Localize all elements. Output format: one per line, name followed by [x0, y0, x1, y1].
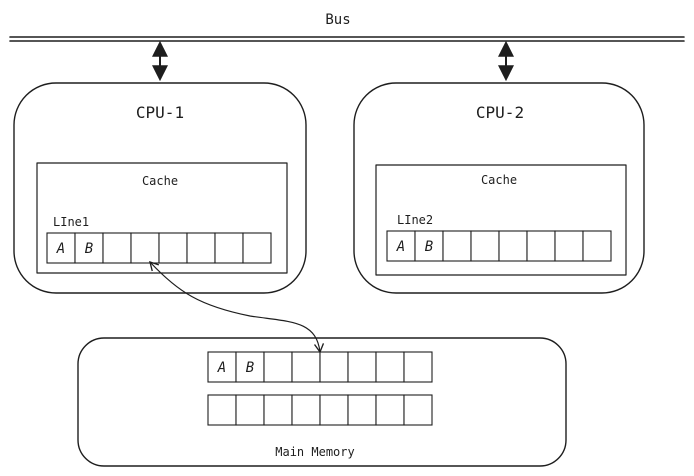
cpu-1-cache-cell — [242, 232, 272, 264]
cpu-2-cache-cell: B — [414, 230, 444, 262]
bus-label: Bus — [325, 12, 350, 28]
cpu-1-cache-cell: A — [46, 232, 76, 264]
cpu-1-cache-cell — [158, 232, 188, 264]
memory-cell — [263, 351, 293, 383]
cpu-2-title: CPU-2 — [476, 103, 524, 122]
cpu-2-cache-cell — [470, 230, 500, 262]
cpu-1-cache-cell — [214, 232, 244, 264]
memory-cell: B — [235, 351, 265, 383]
cpu-1-cache-cell-value: A — [56, 241, 65, 257]
cpu-2-cache-cell — [582, 230, 612, 262]
memory-cell — [403, 351, 433, 383]
cpu-1-title: CPU-1 — [136, 103, 184, 122]
memory-cell: A — [207, 351, 237, 383]
memory-cell — [319, 351, 349, 383]
memory-cell — [375, 351, 405, 383]
cpu-2-cache-cell-value: A — [396, 239, 405, 255]
memory-cell — [291, 394, 321, 426]
memory-cell — [375, 394, 405, 426]
cpu-2-cache-cell-value: B — [425, 239, 433, 255]
cpu-2-cache-cell — [554, 230, 584, 262]
cpu-1-line-label: LIne1 — [53, 215, 89, 229]
memory-cell — [235, 394, 265, 426]
cpu-2-cache-cell: A — [386, 230, 416, 262]
bus: Bus — [9, 12, 685, 42]
cpu-2-cache-cell — [498, 230, 528, 262]
cpu-2-cache-label: Cache — [481, 173, 517, 187]
memory-cell — [347, 394, 377, 426]
cpu-1-cache-cell-value: B — [85, 241, 93, 257]
load-arrow — [149, 260, 325, 354]
cpu-1-cache-cell — [102, 232, 132, 264]
memory-cell — [263, 394, 293, 426]
cpu-1-cache-label: Cache — [142, 174, 178, 188]
main-memory-label: Main Memory — [275, 445, 354, 459]
memory-cell — [319, 394, 349, 426]
memory-cell-value: B — [246, 360, 254, 376]
memory-row-2 — [207, 394, 433, 426]
memory-cell-value: A — [217, 360, 226, 376]
memory-cell — [403, 394, 433, 426]
cpu-1-cache-cell — [186, 232, 216, 264]
cpu-1-cache-cell: B — [74, 232, 104, 264]
memory-cell — [347, 351, 377, 383]
memory-cell — [291, 351, 321, 383]
memory-cell — [207, 394, 237, 426]
cpu-1-cache-cell — [130, 232, 160, 264]
cpu-2-cache-cell — [442, 230, 472, 262]
cpu-2-cache-cell — [526, 230, 556, 262]
cpu-2-line-label: LIne2 — [397, 213, 433, 227]
